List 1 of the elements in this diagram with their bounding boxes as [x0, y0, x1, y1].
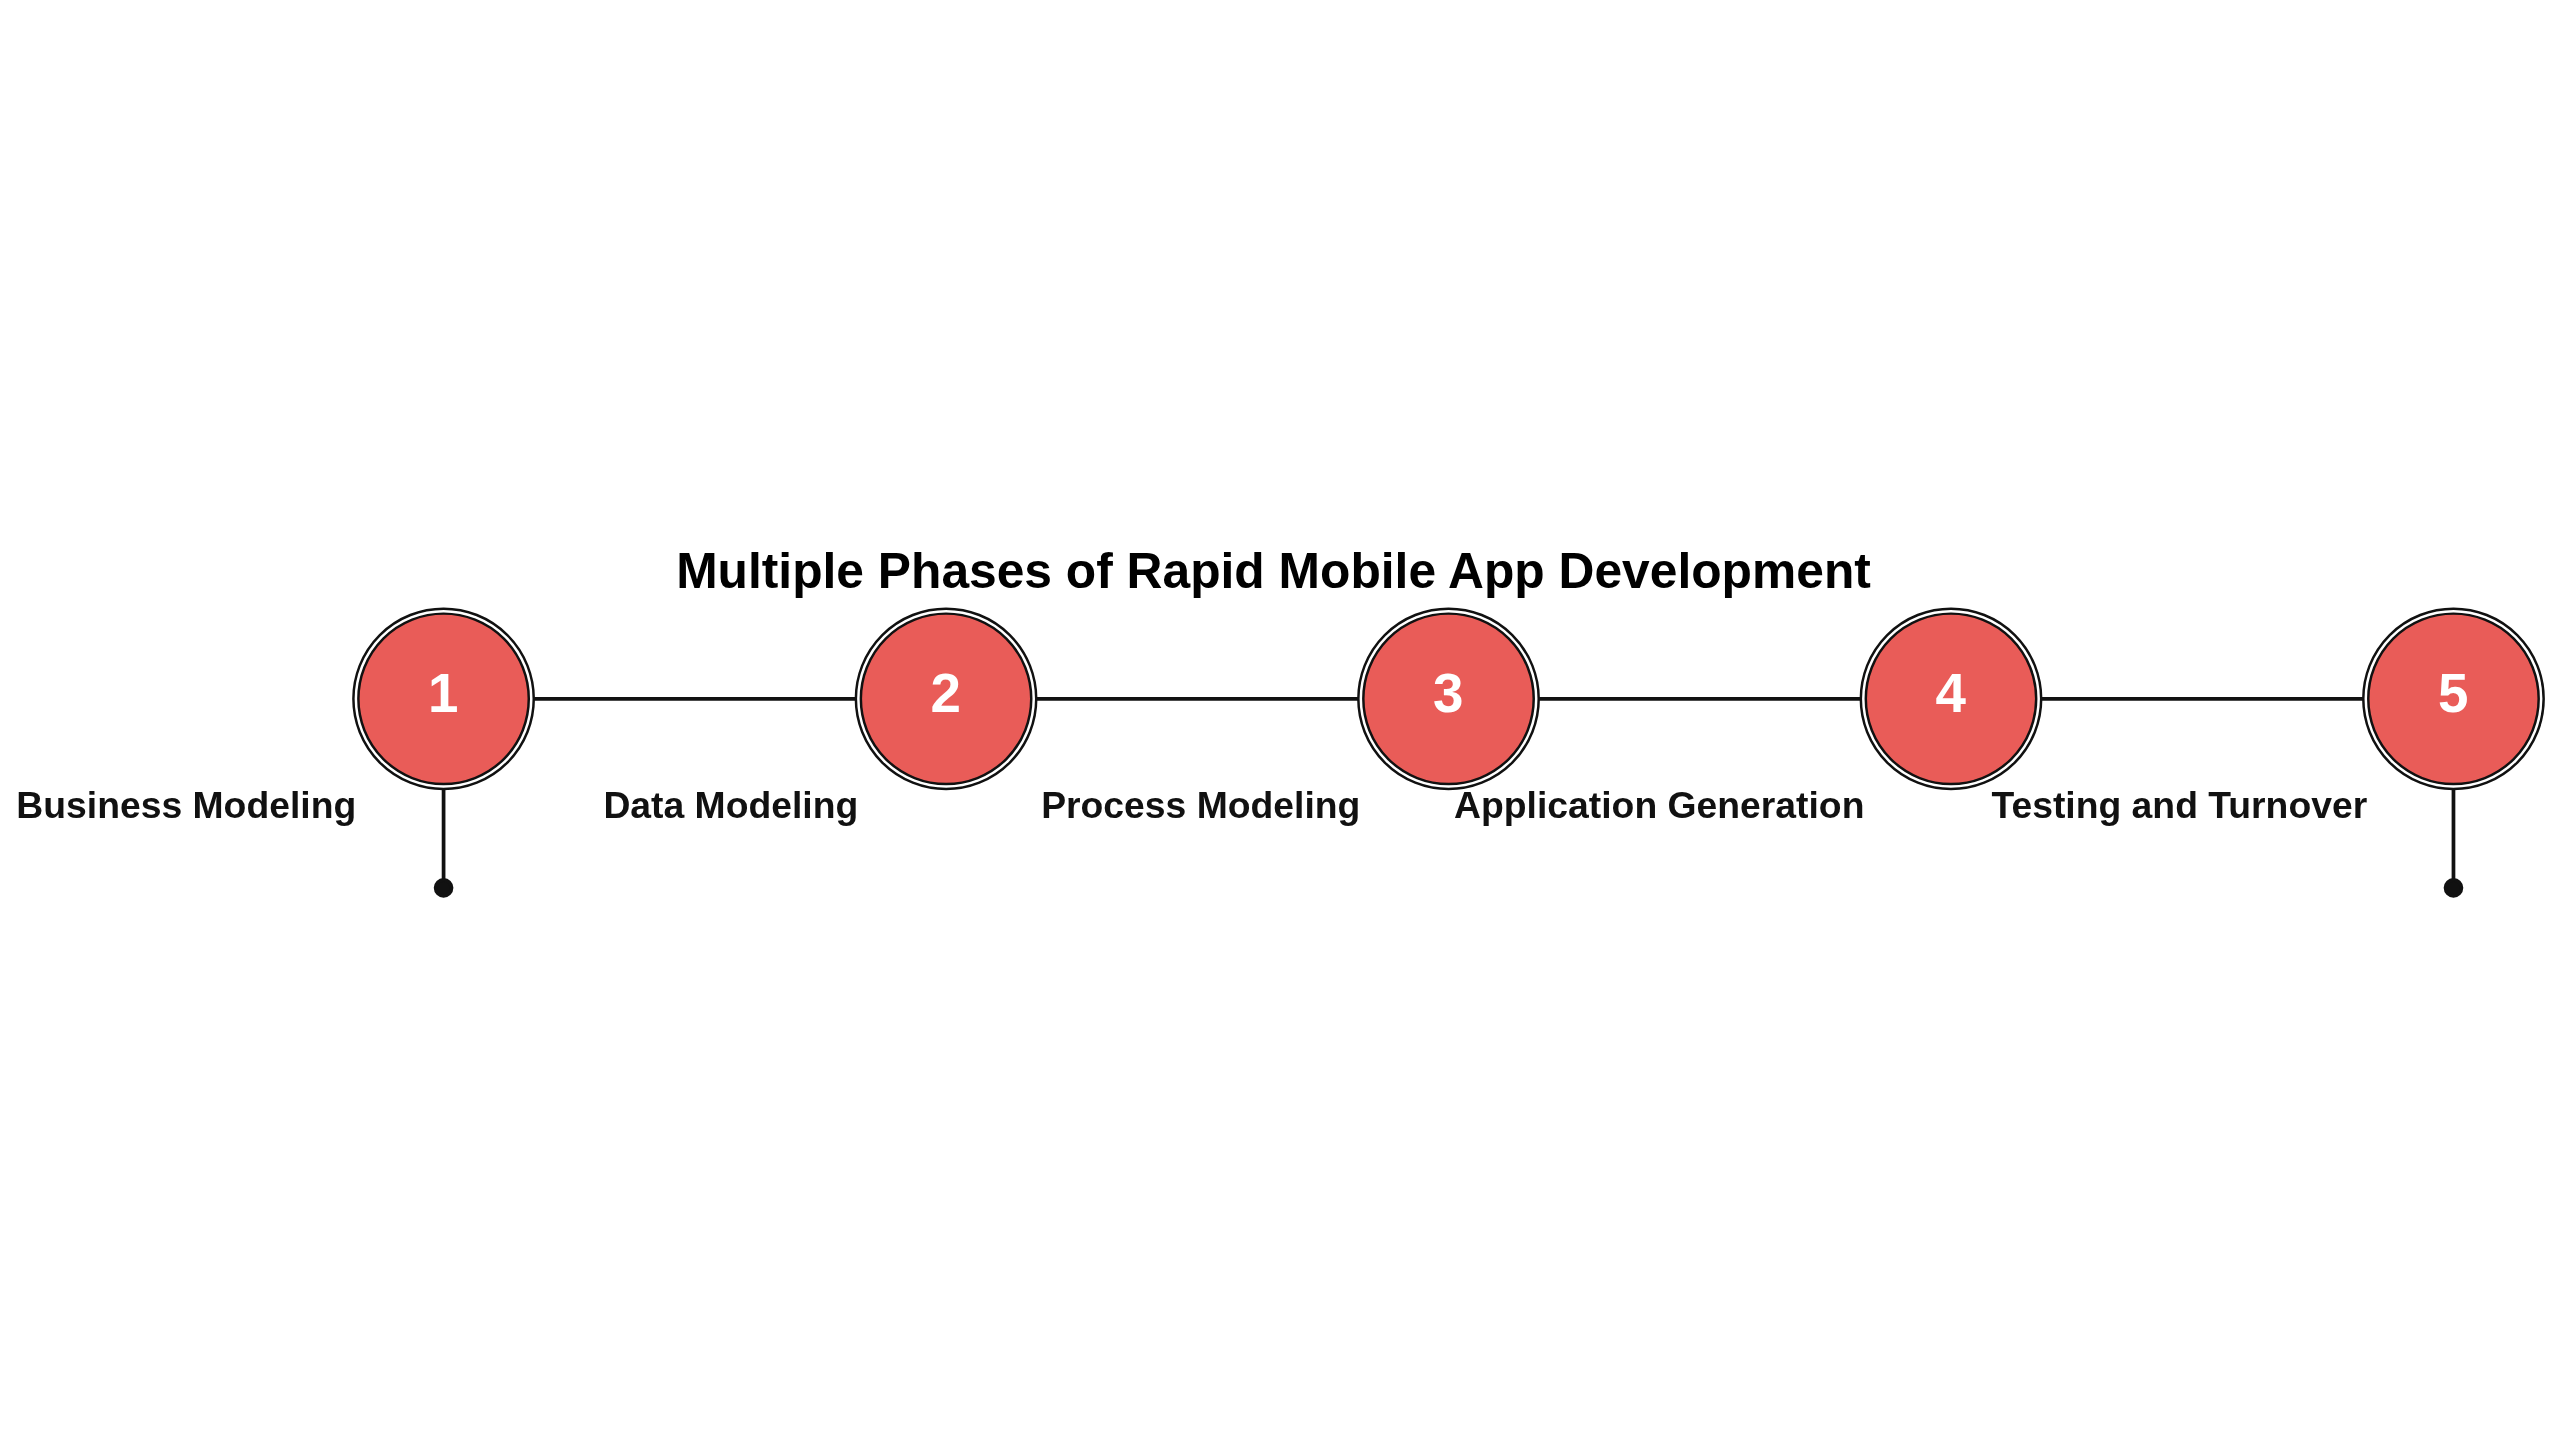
diagram-title: Multiple Phases of Rapid Mobile App Development: [676, 542, 1871, 599]
